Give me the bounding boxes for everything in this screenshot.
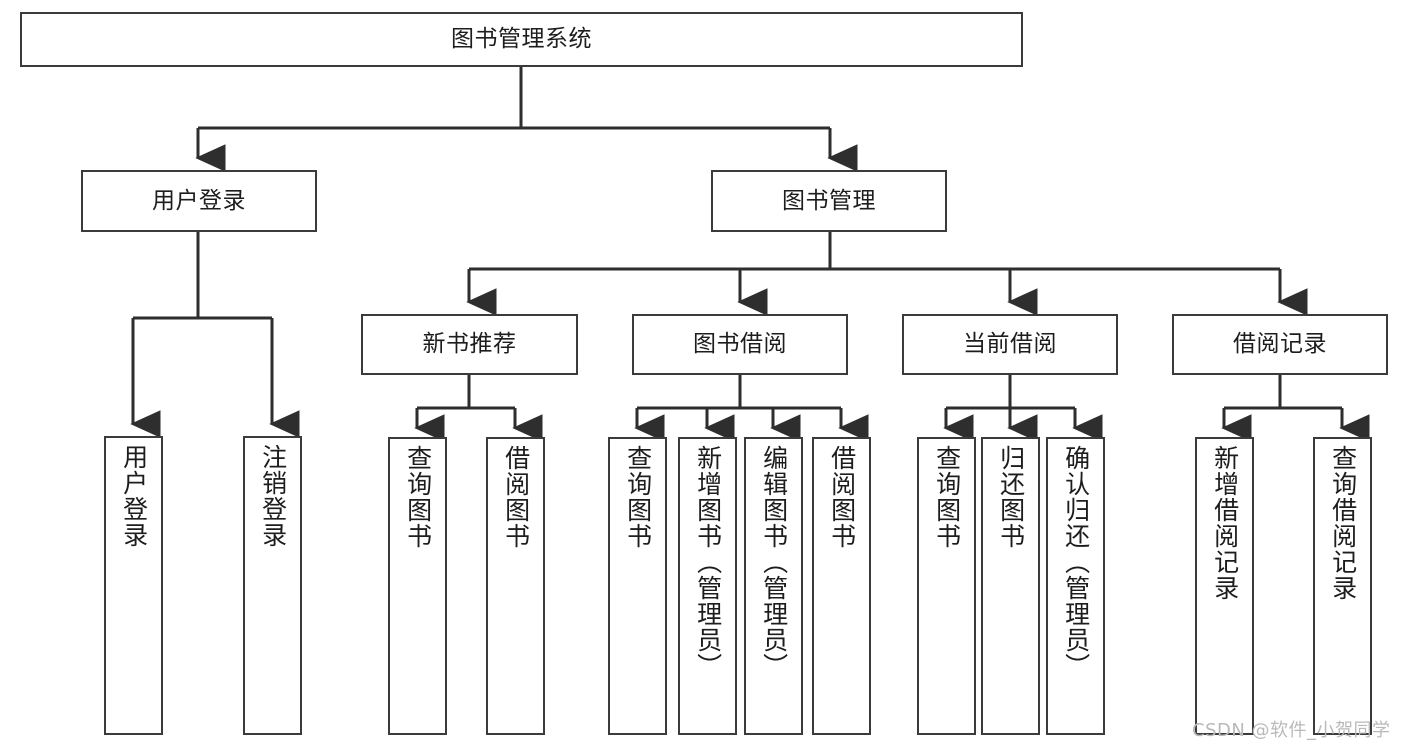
node-label: 归还图书 (996, 445, 1026, 549)
leaf-book-borrow-borrow-book[interactable]: 借阅图书 (812, 437, 871, 735)
node-new-book-recommendation[interactable]: 新书推荐 (361, 314, 578, 375)
node-label: 查询图书 (932, 445, 962, 549)
node-label: 借阅图书 (501, 445, 531, 549)
node-borrow-record[interactable]: 借阅记录 (1172, 314, 1388, 375)
leaf-book-borrow-edit-book-admin[interactable]: 编辑图书（管理员） (744, 437, 803, 735)
leaf-new-book-query-book[interactable]: 查询图书 (388, 437, 447, 735)
leaf-borrow-record-add-record[interactable]: 新增借阅记录 (1195, 437, 1254, 735)
node-label: 借阅记录 (1233, 331, 1327, 358)
leaf-new-book-borrow-book[interactable]: 借阅图书 (486, 437, 545, 735)
node-label: 新增图书（管理员） (693, 445, 723, 679)
node-book-management[interactable]: 图书管理 (711, 170, 947, 232)
leaf-user-login-login[interactable]: 用户登录 (104, 436, 163, 735)
node-label: 图书借阅 (693, 331, 787, 358)
node-label: 编辑图书（管理员） (759, 445, 789, 679)
node-label: 图书管理 (782, 187, 876, 214)
node-label: 用户登录 (152, 187, 246, 214)
csdn-watermark: CSDN @软件_小贺同学 (1192, 720, 1391, 741)
leaf-book-borrow-add-book-admin[interactable]: 新增图书（管理员） (678, 437, 737, 735)
node-label: 查询图书 (403, 445, 433, 549)
leaf-borrow-record-query-record[interactable]: 查询借阅记录 (1313, 437, 1372, 735)
node-label: 新增借阅记录 (1210, 445, 1240, 601)
leaf-current-borrow-query-book[interactable]: 查询图书 (917, 437, 976, 735)
node-label: 新书推荐 (422, 331, 517, 358)
node-label: 用户登录 (119, 444, 149, 548)
leaf-book-borrow-query-book[interactable]: 查询图书 (608, 437, 667, 735)
node-label: 查询图书 (623, 445, 653, 549)
leaf-current-borrow-confirm-return-admin[interactable]: 确认归还（管理员） (1046, 437, 1105, 735)
node-book-borrow[interactable]: 图书借阅 (632, 314, 848, 375)
leaf-user-login-logout[interactable]: 注销登录 (243, 436, 302, 735)
node-user-login[interactable]: 用户登录 (81, 170, 317, 232)
node-root-book-management-system[interactable]: 图书管理系统 (20, 12, 1023, 67)
node-label: 借阅图书 (827, 445, 857, 549)
leaf-current-borrow-return-book[interactable]: 归还图书 (981, 437, 1040, 735)
node-label: 查询借阅记录 (1328, 445, 1358, 601)
node-label: 注销登录 (258, 444, 288, 548)
node-label: 当前借阅 (963, 331, 1057, 358)
node-label: 图书管理系统 (451, 26, 592, 53)
node-current-borrow[interactable]: 当前借阅 (902, 314, 1118, 375)
node-label: 确认归还（管理员） (1061, 445, 1091, 679)
